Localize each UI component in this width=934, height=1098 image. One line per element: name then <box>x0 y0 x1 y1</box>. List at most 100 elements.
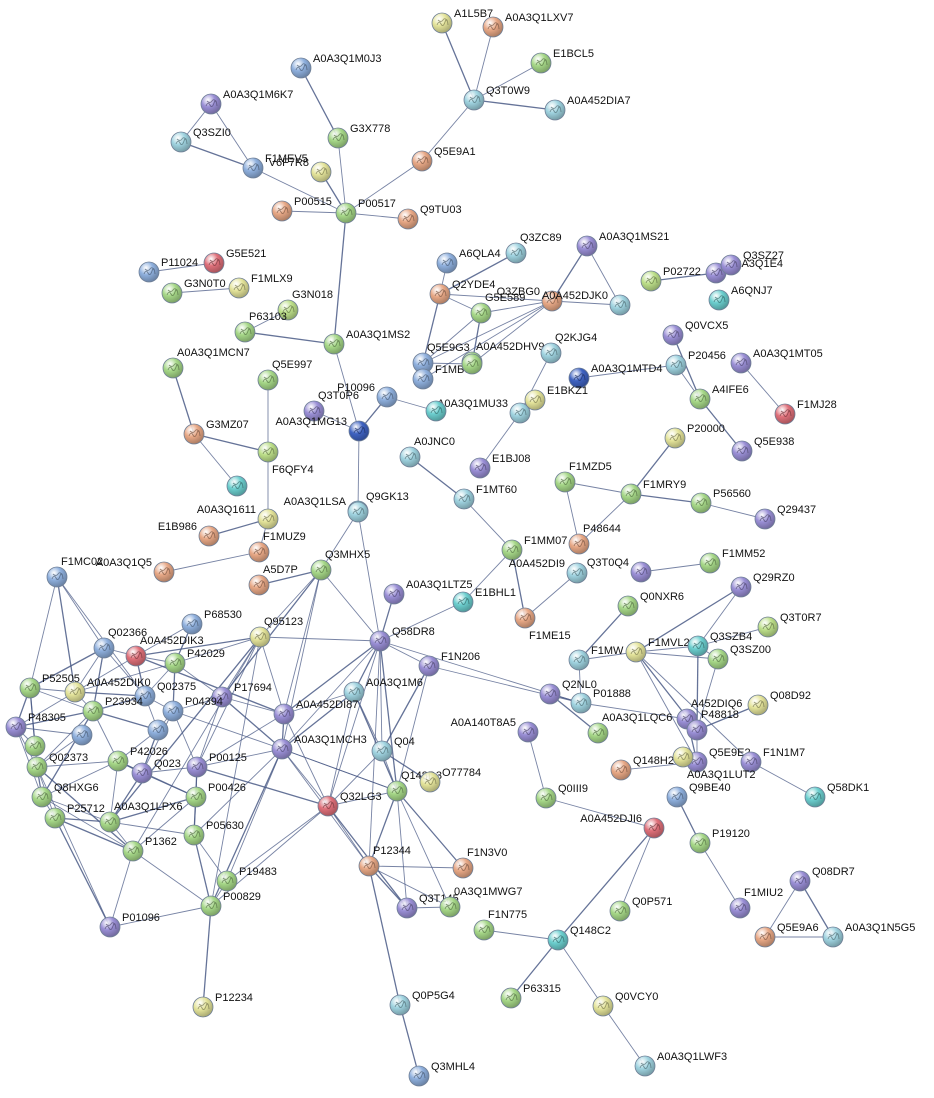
node-ball[interactable] <box>164 652 186 674</box>
node-P52505[interactable]: P52505 <box>19 673 80 699</box>
node-ball[interactable] <box>452 591 474 613</box>
node-ball[interactable] <box>389 994 411 1016</box>
node-V6F7R8[interactable]: V6F7R8 <box>269 157 332 183</box>
node-A4IFE6[interactable]: A4IFE6 <box>689 384 749 410</box>
node-G3N0T0[interactable]: G3N0T0 <box>161 278 226 304</box>
node-ball[interactable] <box>514 607 536 629</box>
node-Q02366[interactable]: Q02366 <box>93 627 147 659</box>
node-Q58DK1[interactable]: Q58DK1 <box>804 782 869 808</box>
node-X_blue2[interactable] <box>71 724 93 746</box>
node-Q3MHX5[interactable]: Q3MHX5 <box>310 549 370 581</box>
node-Q9BE40[interactable]: Q9BE40 <box>666 782 731 808</box>
node-A0A3Q1LXV7[interactable]: A0A3Q1LXV7 <box>482 12 574 38</box>
node-ball[interactable] <box>134 685 156 707</box>
node-P48305[interactable]: P48305 <box>5 712 66 738</box>
node-ball[interactable] <box>162 357 184 379</box>
node-ball[interactable] <box>277 299 299 321</box>
node-ball[interactable] <box>185 786 207 808</box>
node-ball[interactable] <box>348 420 370 442</box>
node-ball[interactable] <box>730 352 752 374</box>
node-P00829[interactable]: P00829 <box>200 891 261 917</box>
node-ball[interactable] <box>200 895 222 917</box>
node-A0A3Q1N5G5[interactable]: A0A3Q1N5G5 <box>822 922 915 948</box>
node-Q5E9A6[interactable]: Q5E9A6 <box>754 922 819 948</box>
node-ball[interactable] <box>347 501 369 523</box>
node-ball[interactable] <box>386 780 408 802</box>
node-ball[interactable] <box>757 616 779 638</box>
node-ball[interactable] <box>662 324 684 346</box>
node-ball[interactable] <box>412 368 434 390</box>
node-F1MJ28[interactable]: F1MJ28 <box>774 399 837 425</box>
node-ball[interactable] <box>248 574 270 596</box>
node-A0A3Q1M0J3[interactable]: A0A3Q1M0J3 <box>290 53 381 79</box>
node-P23934[interactable]: P23934 <box>82 696 143 722</box>
node-A5D7P[interactable]: A5D7P <box>248 564 298 596</box>
node-ball[interactable] <box>610 759 632 781</box>
node-A0A3Q1LQC6[interactable]: A0A3Q1LQC6 <box>587 712 672 744</box>
node-ball[interactable] <box>609 900 631 922</box>
node-A0A3Q1LUT2[interactable]: A0A3Q1LUT2 <box>672 746 755 781</box>
node-A0A3Q1MTD4[interactable]: A0A3Q1MTD4 <box>568 363 663 389</box>
node-Q3T0R7[interactable]: Q3T0R7 <box>757 612 822 638</box>
node-P11024[interactable]: P11024 <box>138 257 198 283</box>
node-ball[interactable] <box>228 277 250 299</box>
node-ball[interactable] <box>429 283 451 305</box>
node-A0JNC0[interactable]: A0JNC0 <box>399 436 455 468</box>
node-ball[interactable] <box>707 648 729 670</box>
node-ball[interactable] <box>570 692 592 714</box>
node-F1MLX9[interactable]: F1MLX9 <box>228 273 293 299</box>
node-A0A3Q1MS21[interactable]: A0A3Q1MS21 <box>576 231 669 257</box>
node-P01096[interactable]: P01096 <box>99 912 160 938</box>
node-ball[interactable] <box>242 157 264 179</box>
node-P00125[interactable]: P00125 <box>186 752 247 778</box>
node-P48644[interactable]: P48644 <box>568 523 621 555</box>
node-ball[interactable] <box>82 700 104 722</box>
node-Q29RZ0[interactable]: Q29RZ0 <box>730 572 795 598</box>
node-X_green2[interactable] <box>24 735 46 757</box>
node-ball[interactable] <box>257 441 279 463</box>
node-ball[interactable] <box>5 716 27 738</box>
node-ball[interactable] <box>310 161 332 183</box>
node-A1L5B7[interactable]: A1L5B7 <box>431 8 493 34</box>
node-Q148C2[interactable]: Q148C2 <box>547 925 611 951</box>
node-G3N018[interactable]: G3N018 <box>277 289 333 321</box>
node-Q5E938[interactable]: Q5E938 <box>731 436 794 462</box>
node-F1N775[interactable]: F1N775 <box>473 909 527 941</box>
node-A0A3Q1M6K7[interactable]: A0A3Q1M6K7 <box>200 89 293 115</box>
node-ball[interactable] <box>576 235 598 257</box>
node-ball[interactable] <box>273 703 295 725</box>
node-ball[interactable] <box>505 242 527 264</box>
node-ball[interactable] <box>161 282 183 304</box>
node-X_blue1[interactable] <box>147 719 169 741</box>
node-ball[interactable] <box>26 756 48 778</box>
node-ball[interactable] <box>554 471 576 493</box>
node-ball[interactable] <box>408 1065 430 1087</box>
node-Q5E9A1[interactable]: Q5E9A1 <box>411 146 476 172</box>
node-E1BJ08[interactable]: E1BJ08 <box>469 453 531 479</box>
node-ball[interactable] <box>699 552 721 574</box>
node-ball[interactable] <box>568 367 590 389</box>
node-ball[interactable] <box>452 857 474 879</box>
node-ball[interactable] <box>625 641 647 663</box>
node-ball[interactable] <box>774 403 796 425</box>
node-Q2YDE4[interactable]: Q2YDE4 <box>429 279 495 305</box>
node-P56560[interactable]: P56560 <box>690 488 751 514</box>
node-E1B986[interactable]: E1B986 <box>158 521 220 547</box>
node-ball[interactable] <box>665 354 687 376</box>
node-ball[interactable] <box>469 457 491 479</box>
node-ball[interactable] <box>162 700 184 722</box>
node-Q9TU03[interactable]: Q9TU03 <box>397 204 462 230</box>
node-ball[interactable] <box>643 817 665 839</box>
node-ball[interactable] <box>482 16 504 38</box>
node-ball[interactable] <box>547 929 569 951</box>
node-Q3T0W9[interactable]: Q3T0W9 <box>463 85 530 111</box>
node-A0A3Q1MCN7[interactable]: A0A3Q1MCN7 <box>162 347 250 379</box>
node-ball[interactable] <box>664 427 686 449</box>
node-Q0P571[interactable]: Q0P571 <box>609 896 672 922</box>
node-A0A3Q1MCH3[interactable]: A0A3Q1MCH3 <box>271 734 367 760</box>
node-G5E589[interactable]: G5E589 <box>470 292 525 324</box>
node-ball[interactable] <box>107 750 129 772</box>
node-ball[interactable] <box>690 492 712 514</box>
node-Q5E997[interactable]: Q5E997 <box>257 359 312 391</box>
node-A0A452DIK3[interactable]: A0A452DIK3 <box>125 635 204 667</box>
